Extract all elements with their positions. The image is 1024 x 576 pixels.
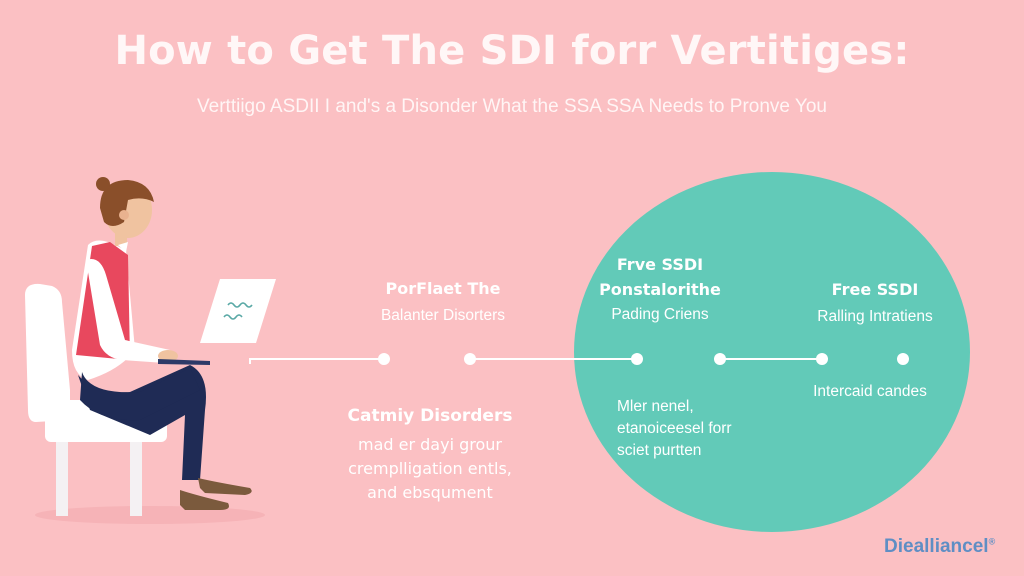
- lower-block-3: Intercaid candes: [790, 381, 950, 403]
- timeline-dot: [464, 353, 476, 365]
- brand-logo: Diealliancel®: [884, 536, 995, 558]
- page-title: How to Get The SDI forr Vertitiges:: [114, 28, 910, 74]
- timeline-label-1: PorFlaet The Balanter Disorters: [328, 276, 558, 327]
- timeline-dot: [714, 353, 726, 365]
- lower-line: sciet purtten: [617, 442, 702, 459]
- document-icon: [200, 279, 276, 343]
- timeline-label-2: Frve SSDI Ponstalorithe Pading Criens: [570, 252, 750, 326]
- woman-sitting-illustration: [25, 177, 265, 524]
- registered-mark: ®: [988, 536, 996, 547]
- label-heading-line2: Ponstalorithe: [599, 280, 721, 299]
- label-heading-line1: Frve SSDI: [616, 255, 704, 274]
- timeline-dot: [378, 353, 390, 365]
- timeline-segment: [250, 358, 385, 360]
- label-heading: Free SSDI: [831, 280, 919, 299]
- timeline-dot: [897, 353, 909, 365]
- lower-block-1: Catmiy Disorders mad er dayi grour cremp…: [315, 404, 545, 505]
- timeline-label-3: Free SSDI Ralling Intratiens: [775, 277, 975, 328]
- label-text: Balanter Disorters: [380, 307, 506, 324]
- label-text: Pading Criens: [611, 306, 709, 323]
- timeline-dot: [631, 353, 643, 365]
- timeline-dot: [816, 353, 828, 365]
- lower-line: Intercaid candes: [813, 383, 927, 400]
- lower-line: and ebsqument: [367, 483, 493, 502]
- lower-line: cremplligation entls,: [348, 459, 512, 478]
- label-text: Ralling Intratiens: [817, 308, 933, 325]
- timeline-segment: [720, 358, 822, 360]
- lower-line: mad er dayi grour: [358, 435, 502, 454]
- teal-circle-background: [574, 172, 970, 532]
- timeline-start-tick: [249, 358, 251, 364]
- timeline-segment: [470, 358, 637, 360]
- lower-line: etanoiceesel forr: [617, 420, 732, 437]
- logo-text: Diealliancel: [884, 536, 989, 557]
- lower-block-2: Mler nenel, etanoiceesel forr sciet purt…: [617, 396, 797, 462]
- lower-line: Mler nenel,: [617, 398, 694, 415]
- lower-heading: Catmiy Disorders: [347, 406, 513, 426]
- page-subtitle: Verttiigo ASDII I and's a Disonder What …: [197, 96, 827, 117]
- label-heading: PorFlaet The: [385, 279, 501, 298]
